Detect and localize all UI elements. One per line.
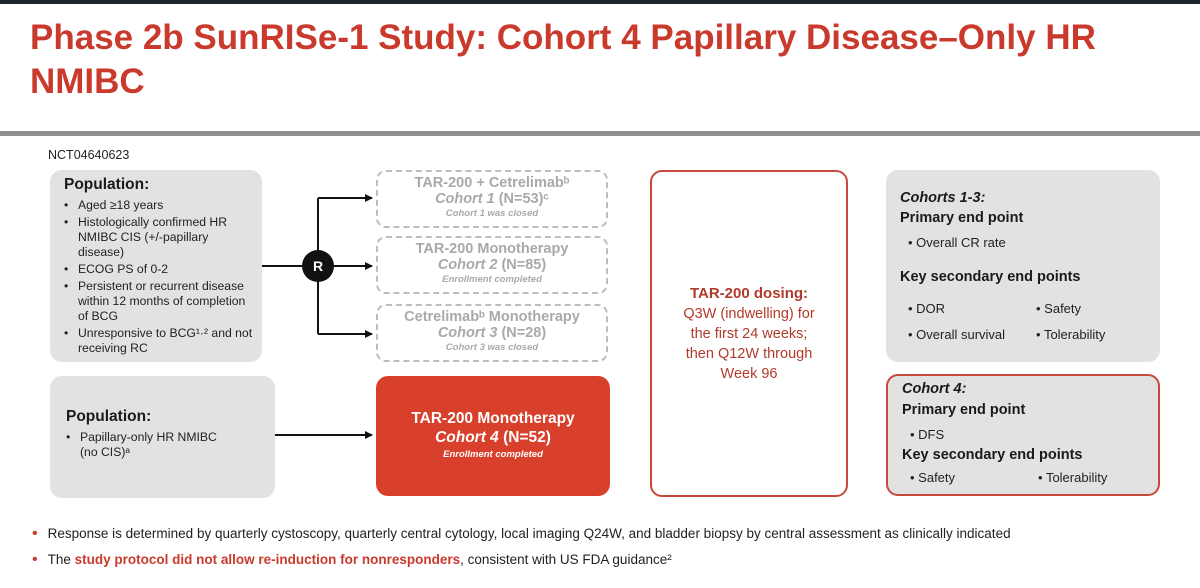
title-divider	[0, 131, 1200, 136]
list-item: Histologically confirmed HR NMIBC CIS (+…	[64, 215, 254, 260]
endpoints-cohort-4: Cohort 4: Primary end point • DFS Key se…	[886, 374, 1160, 496]
cohort-n: (N=28)	[501, 325, 547, 341]
cohort-n: (N=85)	[501, 257, 547, 273]
cohort-n: (N=52)	[503, 429, 551, 446]
list-item: Papillary-only HR NMIBC (no CIS)ᵃ	[66, 430, 236, 460]
secondary-endpoint-label: Key secondary end points	[902, 447, 1083, 463]
cohort-n: (N=53)ᶜ	[498, 191, 549, 207]
secondary-endpoint-label: Key secondary end points	[900, 269, 1081, 285]
cohort1-box: TAR-200 + Cetrelimabᵇ Cohort 1 (N=53)ᶜ C…	[376, 170, 608, 228]
list-item: • DFS	[910, 427, 945, 442]
list-item: • Tolerability	[1036, 327, 1106, 342]
cohort-treatment: TAR-200 Monotherapy	[411, 410, 575, 427]
cohort-treatment: TAR-200 + Cetrelimabᵇ	[414, 175, 570, 191]
cohort-name: Cohort 2	[437, 257, 498, 273]
dosing-box: TAR-200 dosing: Q3W (indwelling) for the…	[650, 170, 848, 497]
emphasis-text: study protocol did not allow re-inductio…	[74, 552, 461, 567]
footnote-protocol: •The study protocol did not allow re-ind…	[32, 551, 672, 568]
list-item: ECOG PS of 0-2	[64, 262, 254, 277]
cohort4-box: TAR-200 Monotherapy Cohort 4 (N=52) Enro…	[376, 376, 610, 496]
cohort3-box: Cetrelimabᵇ Monotherapy Cohort 3 (N=28) …	[376, 304, 608, 362]
list-item: Aged ≥18 years	[64, 198, 254, 213]
primary-endpoint-label: Primary end point	[900, 210, 1024, 226]
endpoints-title: Cohort 4:	[902, 381, 967, 397]
list-item: Persistent or recurrent disease within 1…	[64, 279, 254, 324]
dosing-line: Q3W (indwelling) for	[683, 306, 815, 322]
top-bar	[0, 0, 1200, 4]
cohort-name: Cohort 1	[435, 191, 495, 207]
footnote-response: •Response is determined by quarterly cys…	[32, 525, 1011, 542]
randomize-circle	[302, 250, 334, 282]
dosing-title: TAR-200 dosing:	[689, 285, 809, 302]
cohort-name: Cohort 3	[437, 325, 498, 341]
dosing-line: then Q12W through	[685, 346, 813, 362]
cohort-name: Cohort 4	[435, 429, 499, 446]
cohort-treatment: Cetrelimabᵇ Monotherapy	[404, 309, 580, 325]
bullet-icon: •	[32, 551, 38, 568]
list-item: • Safety	[910, 470, 956, 485]
trial-id: NCT04640623	[48, 148, 130, 162]
list-item: • Overall survival	[908, 327, 1006, 342]
cohort-status: Cohort 3 was closed	[445, 342, 539, 353]
bullet-icon: •	[32, 525, 38, 542]
dosing-line: the first 24 weeks;	[690, 326, 808, 342]
primary-endpoint-label: Primary end point	[902, 402, 1026, 418]
endpoints-title: Cohorts 1-3:	[900, 190, 986, 206]
population-box-cis: Population: Aged ≥18 years Histologicall…	[50, 170, 262, 362]
list-item: • Tolerability	[1038, 470, 1108, 485]
population-title: Population:	[64, 176, 150, 193]
list-item: • Safety	[1036, 301, 1082, 316]
population-title: Population:	[66, 408, 152, 425]
page-title: Phase 2b SunRISe-1 Study: Cohort 4 Papil…	[30, 18, 1096, 101]
population-box-papillary: Population: Papillary-only HR NMIBC (no …	[50, 376, 275, 498]
cohort-treatment: TAR-200 Monotherapy	[415, 241, 569, 257]
randomize-label: R	[312, 258, 324, 274]
list-item: Unresponsive to BCG¹·² and not receiving…	[64, 326, 254, 356]
cohort-status: Cohort 1 was closed	[445, 208, 539, 219]
cohort-status: Enrollment completed	[443, 449, 543, 460]
list-item: • Overall CR rate	[908, 235, 1006, 250]
dosing-line: Week 96	[720, 366, 778, 382]
endpoints-cohorts-1-3: Cohorts 1-3: Primary end point • Overall…	[886, 170, 1160, 362]
cohort2-box: TAR-200 Monotherapy Cohort 2 (N=85) Enro…	[376, 236, 608, 294]
cohort-status: Enrollment completed	[442, 274, 542, 285]
population-criteria-list: Aged ≥18 years Histologically confirmed …	[64, 198, 254, 356]
population-criteria-list: Papillary-only HR NMIBC (no CIS)ᵃ	[66, 430, 236, 460]
list-item: • DOR	[908, 301, 946, 316]
